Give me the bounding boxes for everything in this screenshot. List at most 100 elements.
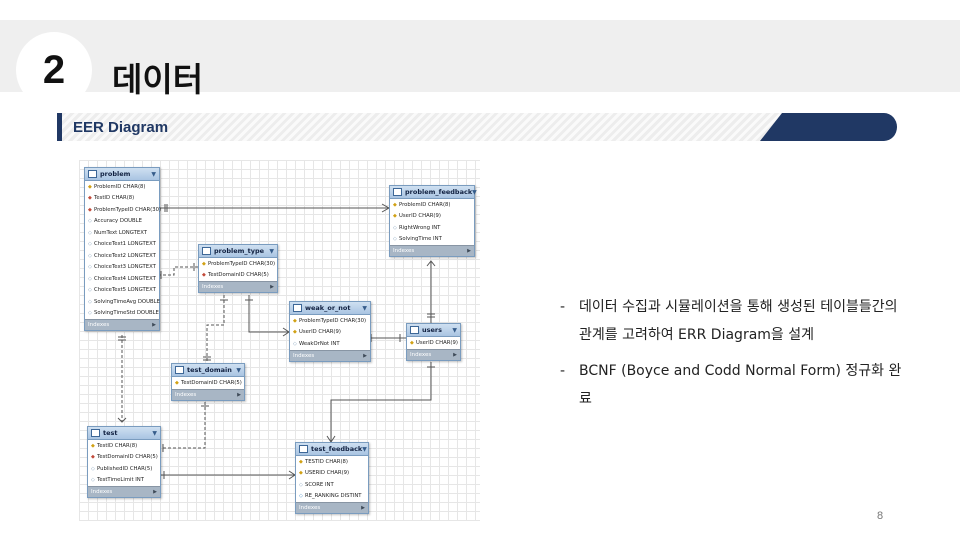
table-header[interactable]: weak_or_not ▼ <box>290 302 370 315</box>
table-name: users <box>422 326 442 334</box>
column-icon: ◇ <box>88 241 92 248</box>
table-column: ◆UserID CHAR(9) <box>407 337 460 349</box>
column-text: TESTID CHAR(8) <box>305 458 348 465</box>
table-indexes-footer[interactable]: Indexes▶ <box>296 502 368 513</box>
expand-arrow-icon[interactable]: ▶ <box>363 352 367 359</box>
column-text: ChoiceText1 LONGTEXT <box>94 241 156 248</box>
table-collapse-icon[interactable]: ▼ <box>269 247 274 255</box>
foreign-key-icon: ◆ <box>88 195 92 202</box>
erd-table-problem[interactable]: problem▼◆ProblemID CHAR(8)◆TestID CHAR(8… <box>84 167 161 331</box>
column-text: SCORE INT <box>305 481 334 488</box>
expand-arrow-icon[interactable]: ▶ <box>153 489 157 495</box>
bullet-item: - BCNF (Boyce and Codd Normal Form) 정규화 … <box>560 357 905 413</box>
table-header[interactable]: problem_feedback▼ <box>390 186 477 199</box>
table-column: ◆ProblemID CHAR(8) <box>85 181 159 193</box>
primary-key-icon: ◆ <box>410 339 414 346</box>
bullet-text: 데이터 수집과 시뮬레이션을 통해 생성된 테이블들간의 관계를 고려하여 ER… <box>579 299 898 343</box>
column-icon: ◇ <box>88 229 92 236</box>
rel-problem-type-problem <box>158 266 198 276</box>
table-name: weak_or_not <box>305 304 351 312</box>
table-indexes-footer[interactable]: Indexes ▶ <box>290 349 370 361</box>
table-header[interactable]: problem▼ <box>85 168 159 181</box>
table-indexes-footer[interactable]: Indexes▶ <box>88 486 160 497</box>
table-indexes-footer[interactable]: Indexes ▶ <box>390 245 474 256</box>
column-text: ProblemTypeID CHAR(30) <box>299 317 367 324</box>
table-column: ◇ChoiceText5 LONGTEXT <box>85 285 159 297</box>
erd-table-users[interactable]: users ▼ ◆UserID CHAR(9)Indexes▶ <box>406 323 461 361</box>
table-collapse-icon[interactable]: ▼ <box>472 188 477 196</box>
table-collapse-icon[interactable]: ▼ <box>151 170 156 178</box>
table-column: ◆TESTID CHAR(8) <box>296 456 368 468</box>
erd-table-test-feedback[interactable]: test_feedback▼◆TESTID CHAR(8)◆USERID CHA… <box>295 442 369 514</box>
column-icon: ◇ <box>91 477 95 484</box>
primary-key-icon: ◆ <box>91 442 95 449</box>
expand-arrow-icon[interactable]: ▶ <box>453 351 457 358</box>
erd-table-problem-type[interactable]: problem_type▼◆ProblemTypeID CHAR(30)◆Tes… <box>198 244 278 293</box>
expand-arrow-icon[interactable]: ▶ <box>467 248 471 254</box>
column-text: TestDomainID CHAR(5) <box>97 454 158 461</box>
table-icon <box>202 247 211 255</box>
indexes-label: Indexes <box>293 352 315 359</box>
expand-arrow-icon[interactable]: ▶ <box>361 505 365 511</box>
column-text: SolvingTimeAvg DOUBLE <box>94 298 160 305</box>
table-icon <box>175 366 184 374</box>
expand-arrow-icon[interactable]: ▶ <box>270 284 274 290</box>
table-indexes-footer[interactable]: Indexes▶ <box>85 319 159 330</box>
table-header[interactable]: test▼ <box>88 427 160 440</box>
table-column: ◆ProblemID CHAR(8) <box>390 199 474 211</box>
column-text: ProblemTypeID CHAR(30) <box>208 260 276 267</box>
primary-key-icon: ◆ <box>293 329 297 336</box>
column-text: RightWrong INT <box>399 224 441 231</box>
column-text: ChoiceText4 LONGTEXT <box>94 275 156 282</box>
table-indexes-footer[interactable]: Indexes▶ <box>172 388 244 400</box>
column-text: SolvingTime INT <box>399 236 442 243</box>
erd-table-problem-feedback[interactable]: problem_feedback▼◆ProblemID CHAR(8)◆User… <box>389 185 477 257</box>
expand-arrow-icon[interactable]: ▶ <box>152 322 156 328</box>
table-collapse-icon[interactable]: ▼ <box>152 429 157 437</box>
table-icon <box>393 188 402 196</box>
table-column: ◆UserID CHAR(9) <box>290 327 370 339</box>
table-collapse-icon[interactable]: ▼ <box>362 445 367 453</box>
column-text: ChoiceText3 LONGTEXT <box>94 264 156 271</box>
foreign-key-icon: ◆ <box>91 454 95 461</box>
column-icon: ◇ <box>88 298 92 305</box>
table-icon <box>410 326 419 334</box>
table-collapse-icon[interactable]: ▼ <box>362 304 367 312</box>
table-name: test_feedback <box>311 445 363 453</box>
eer-diagram: problem▼◆ProblemID CHAR(8)◆TestID CHAR(8… <box>79 160 480 521</box>
table-header[interactable]: test_feedback▼ <box>296 443 368 456</box>
table-column: ◆TestDomainID CHAR(5) <box>88 452 160 464</box>
column-text: PublishedID CHAR(5) <box>97 465 153 472</box>
table-header[interactable]: users ▼ <box>407 324 460 337</box>
table-name: problem_feedback <box>405 188 473 196</box>
table-collapse-icon[interactable]: ▼ <box>452 326 457 334</box>
column-text: TestTimeLimit INT <box>97 477 144 484</box>
table-icon <box>88 170 97 178</box>
section-accent-bar <box>57 113 62 141</box>
table-header[interactable]: problem_type▼ <box>199 245 277 258</box>
expand-arrow-icon[interactable]: ▶ <box>237 391 241 398</box>
column-icon: ◇ <box>88 275 92 282</box>
section-header-background <box>62 113 782 141</box>
column-text: UserID CHAR(9) <box>299 329 341 336</box>
erd-table-weak-or-not[interactable]: weak_or_not ▼ ◆ProblemTypeID CHAR(30) ◆User… <box>289 301 371 362</box>
table-column: ◇WeakOrNot INT <box>290 338 370 350</box>
table-column: ◇RightWrong INT <box>390 222 474 234</box>
column-icon: ◇ <box>393 236 397 243</box>
column-icon: ◇ <box>299 481 303 488</box>
bullet-dash: - <box>560 299 566 315</box>
table-header[interactable]: test_domain▼ <box>172 364 244 377</box>
foreign-key-icon: ◆ <box>202 272 206 279</box>
erd-table-test[interactable]: test▼◆TestID CHAR(8)◆TestDomainID CHAR(5… <box>87 426 161 498</box>
table-indexes-footer[interactable]: Indexes▶ <box>199 281 277 292</box>
table-collapse-icon[interactable]: ▼ <box>236 366 241 374</box>
column-icon: ◇ <box>88 218 92 225</box>
indexes-label: Indexes <box>393 248 415 254</box>
table-indexes-footer[interactable]: Indexes▶ <box>407 348 460 360</box>
column-icon: ◇ <box>88 287 92 294</box>
table-column: ◆ProblemTypeID CHAR(30) <box>85 204 161 216</box>
primary-key-icon: ◆ <box>393 201 397 208</box>
column-text: ChoiceText5 LONGTEXT <box>94 287 156 294</box>
column-text: USERID CHAR(9) <box>305 470 350 477</box>
erd-table-test-domain[interactable]: test_domain▼◆TestDomainID CHAR(5)Indexes… <box>171 363 245 401</box>
